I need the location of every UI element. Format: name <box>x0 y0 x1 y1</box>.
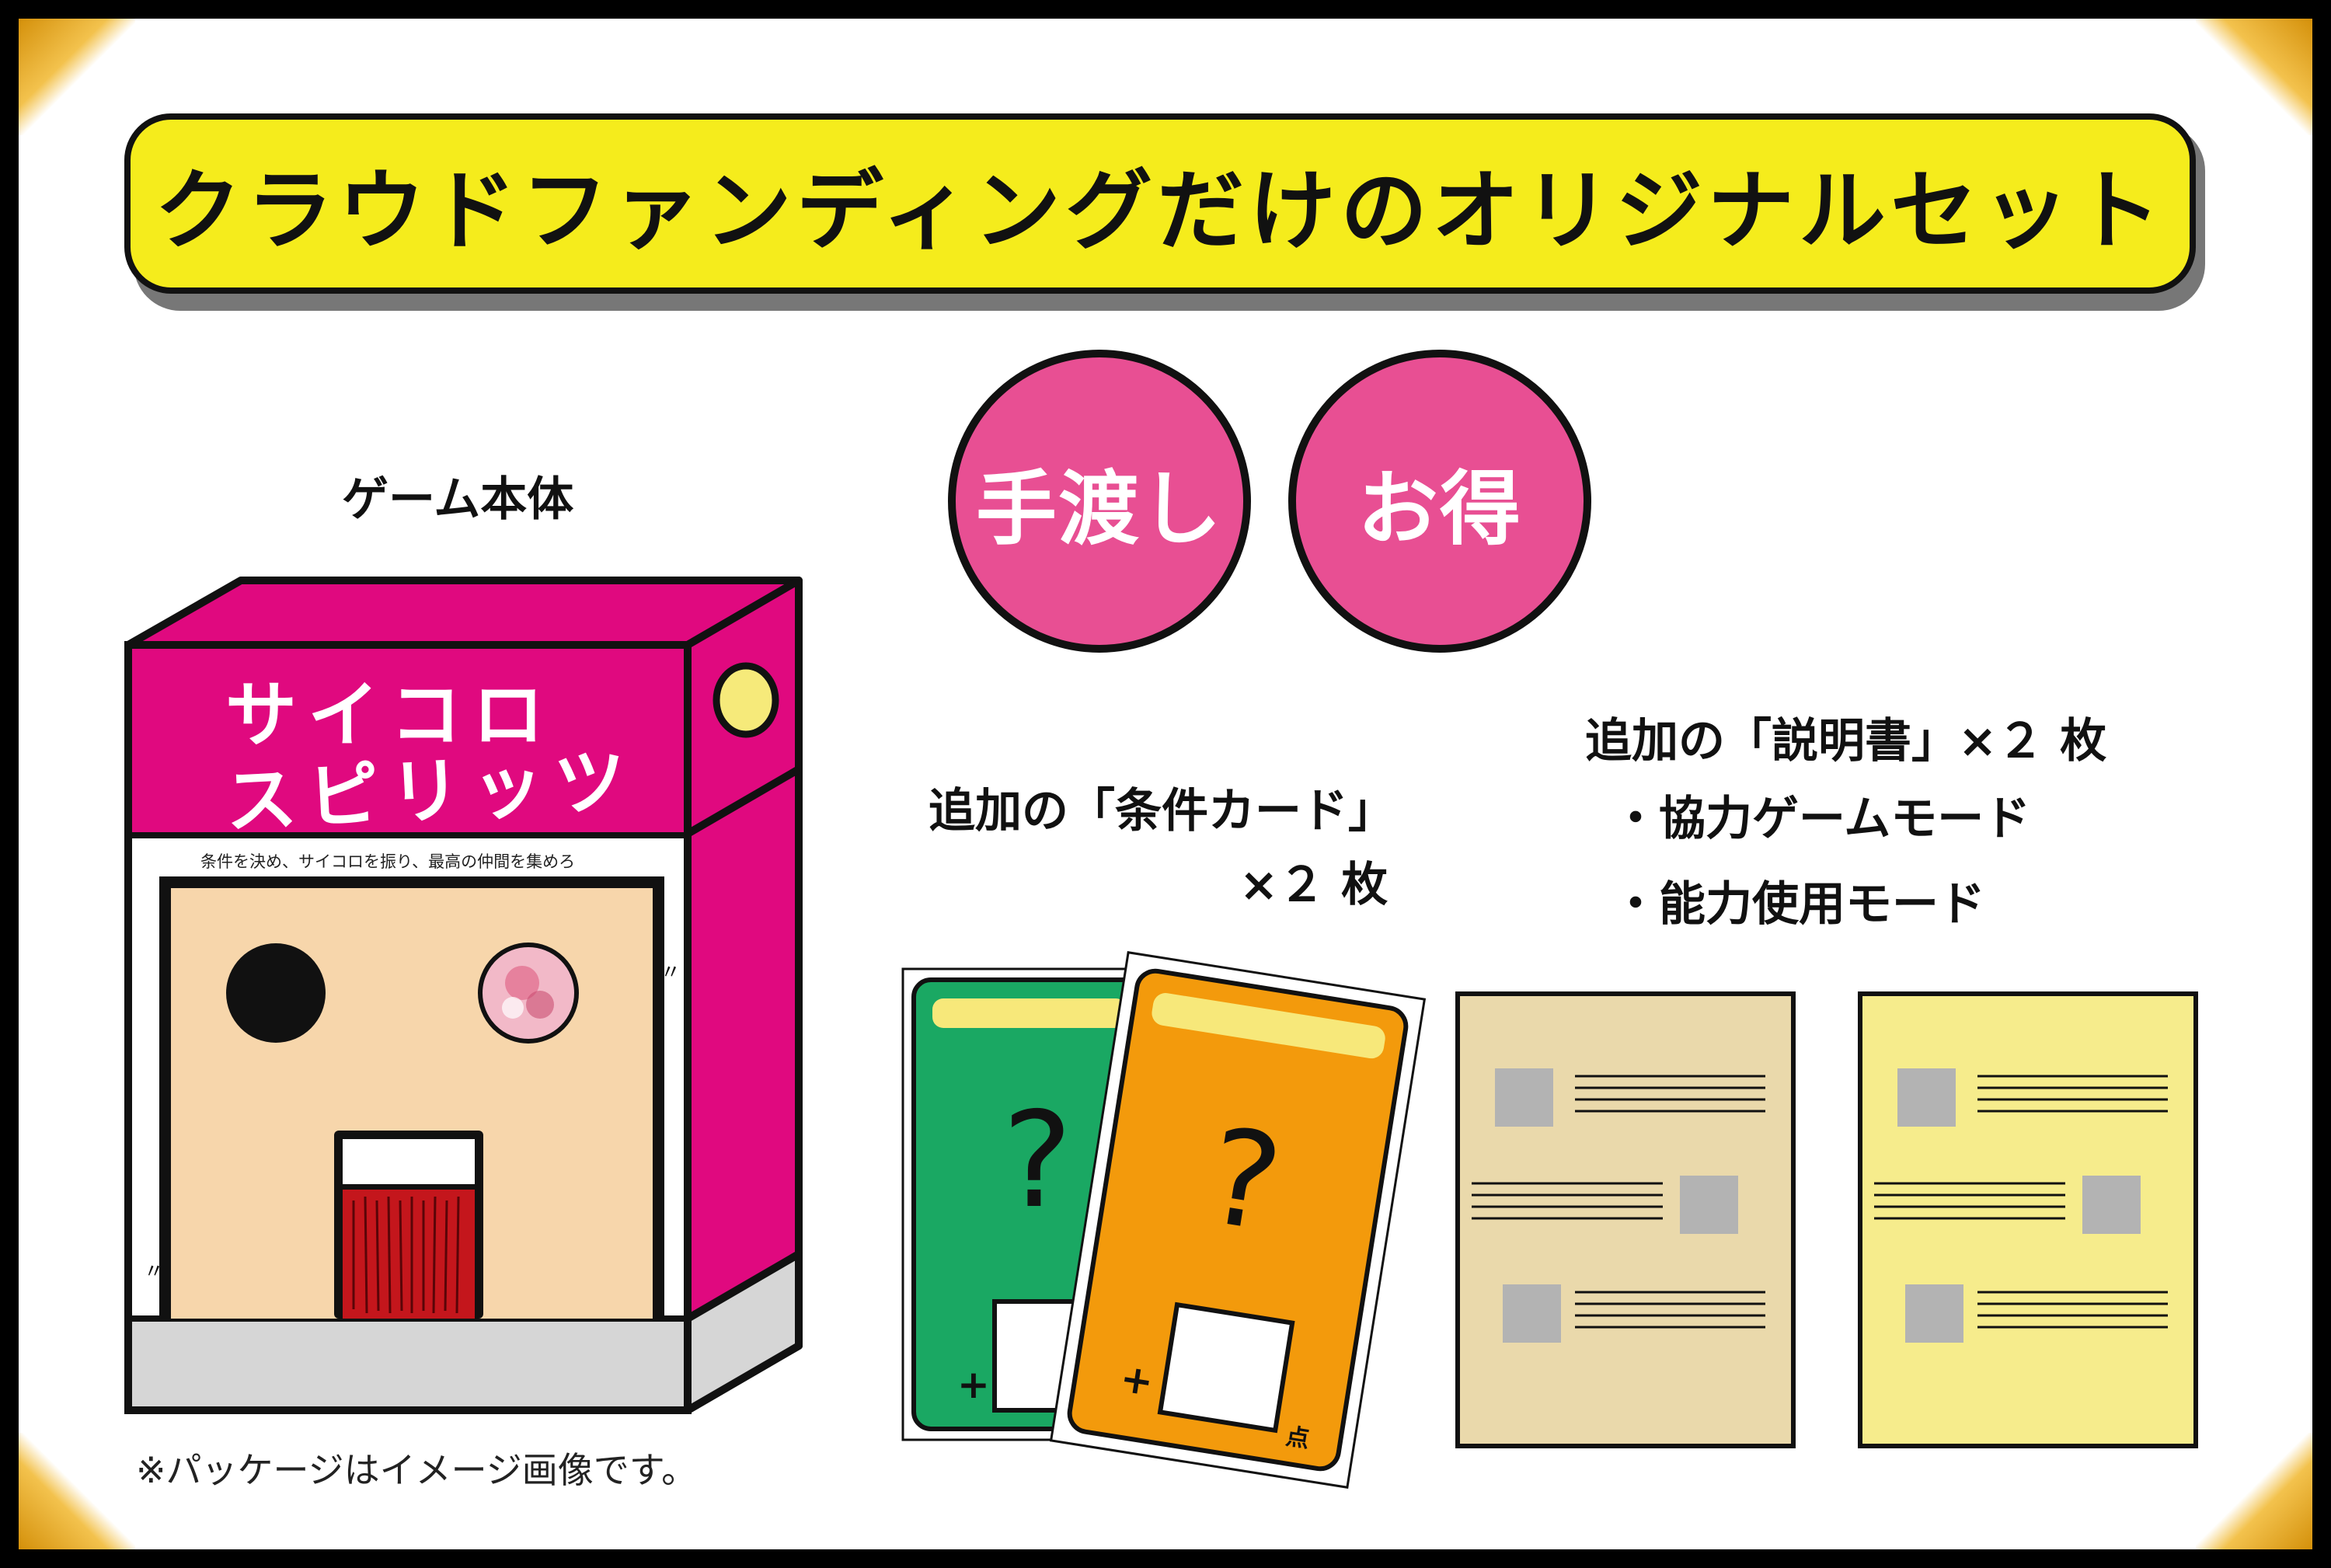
game-label: ゲーム本体 <box>342 472 574 527</box>
title-banner: クラウドファンディングだけのオリジナルセット <box>124 113 2196 294</box>
game-box-illustration: 〃 〃 <box>124 577 803 1414</box>
badge-hand-delivery: 手渡し <box>948 350 1251 653</box>
svg-text:〃: 〃 <box>144 1260 164 1284</box>
package-note: ※パッケージはイメージ画像です。 <box>136 1449 698 1491</box>
gold-corner-bottom-left <box>19 1433 135 1549</box>
card-plus: + <box>1117 1355 1157 1406</box>
card-plus: + <box>957 1362 990 1407</box>
box-subtitle: 条件を決め、サイコロを振り、最高の仲間を集めろ <box>200 852 576 871</box>
box-title: サイコロ スピリッツ <box>223 672 639 846</box>
svg-text:〃: 〃 <box>660 961 681 984</box>
gold-corner-bottom-right <box>2196 1433 2312 1549</box>
manual-sheet-yellow <box>1858 991 2198 1448</box>
manual-bullet-ability: ・能力使用モード <box>1612 877 1985 932</box>
card-question-mark: ? <box>1002 1084 1073 1238</box>
cards-count: ×２ 枚 <box>1239 858 1388 912</box>
gold-corner-top-right <box>2196 19 2312 135</box>
manual-label: 追加の「説明書」×２ 枚 <box>1585 714 2107 768</box>
cards-label: 追加の「条件カード」 <box>929 784 1395 838</box>
box-title-line-1: サイコロ <box>225 674 556 757</box>
condition-card-orange: ? + 点 <box>1049 950 1427 1489</box>
gold-corner-top-left <box>19 19 135 135</box>
manual-sheet-tan <box>1455 991 1796 1448</box>
badge-good-deal: お得 <box>1288 350 1591 653</box>
manual-bullet-coop: ・協力ゲームモード <box>1612 792 2031 846</box>
